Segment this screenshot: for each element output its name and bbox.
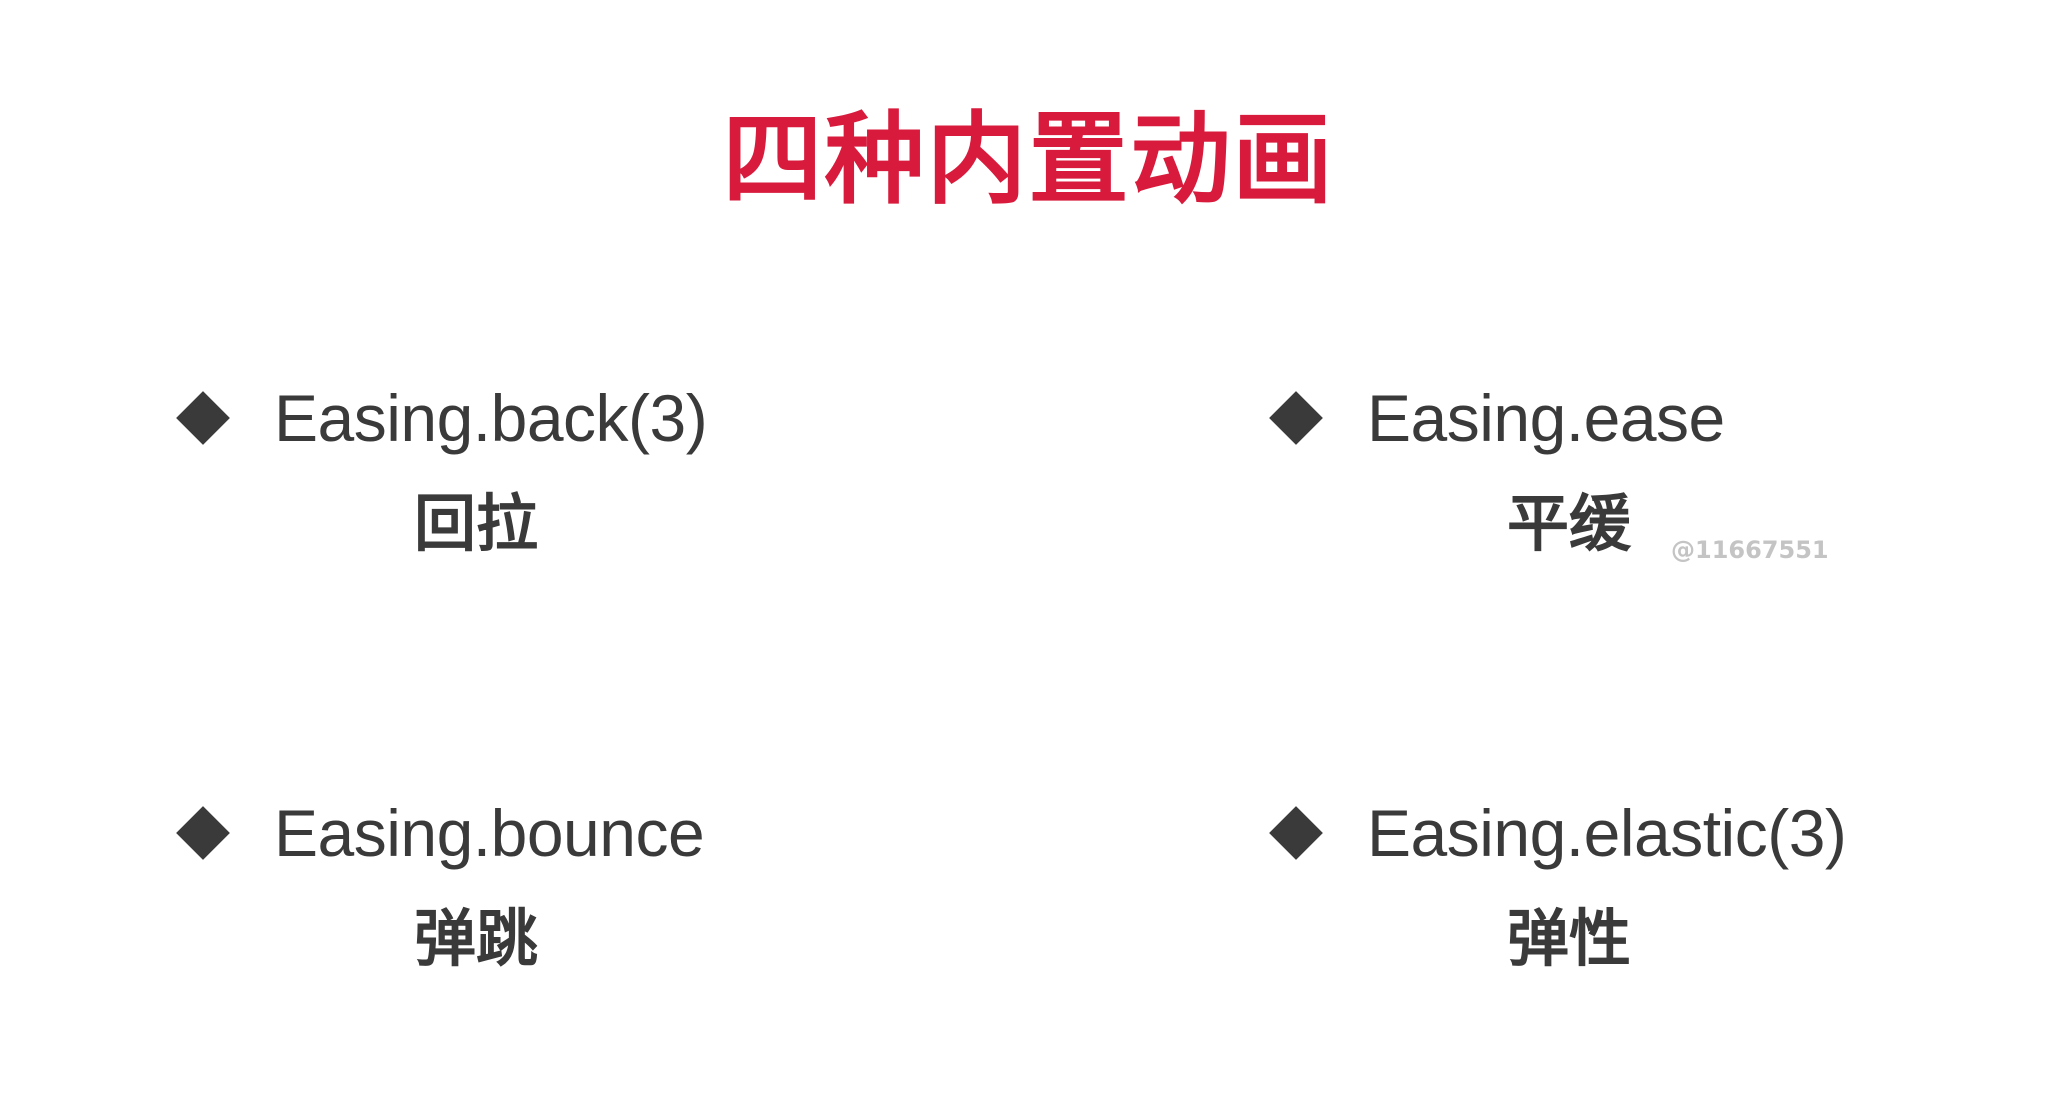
easing-code-label: Easing.bounce (274, 796, 705, 870)
easing-item-header: Easing.ease (1269, 385, 1725, 451)
easing-description: 弹性 (1507, 902, 1632, 975)
easing-description: 回拉 (414, 487, 539, 560)
easing-description: 弹跳 (414, 902, 539, 975)
easing-item-header: Easing.elastic(3) (1269, 796, 1847, 870)
easing-code-label: Easing.back(3) (274, 381, 708, 455)
diamond-bullet-icon (176, 806, 230, 860)
easing-description: 平缓 (1507, 487, 1632, 560)
easing-code-label: Easing.ease (1367, 381, 1725, 455)
easing-code-label: Easing.elastic(3) (1367, 796, 1847, 870)
diamond-bullet-icon (176, 391, 230, 445)
easing-item-header: Easing.bounce (176, 796, 705, 870)
slide-title: 四种内置动画 (722, 101, 1335, 218)
easing-item-header: Easing.back(3) (176, 381, 708, 455)
diamond-bullet-icon (1269, 806, 1323, 860)
watermark: @11667551 (1671, 536, 1829, 564)
diamond-bullet-icon (1269, 391, 1323, 445)
